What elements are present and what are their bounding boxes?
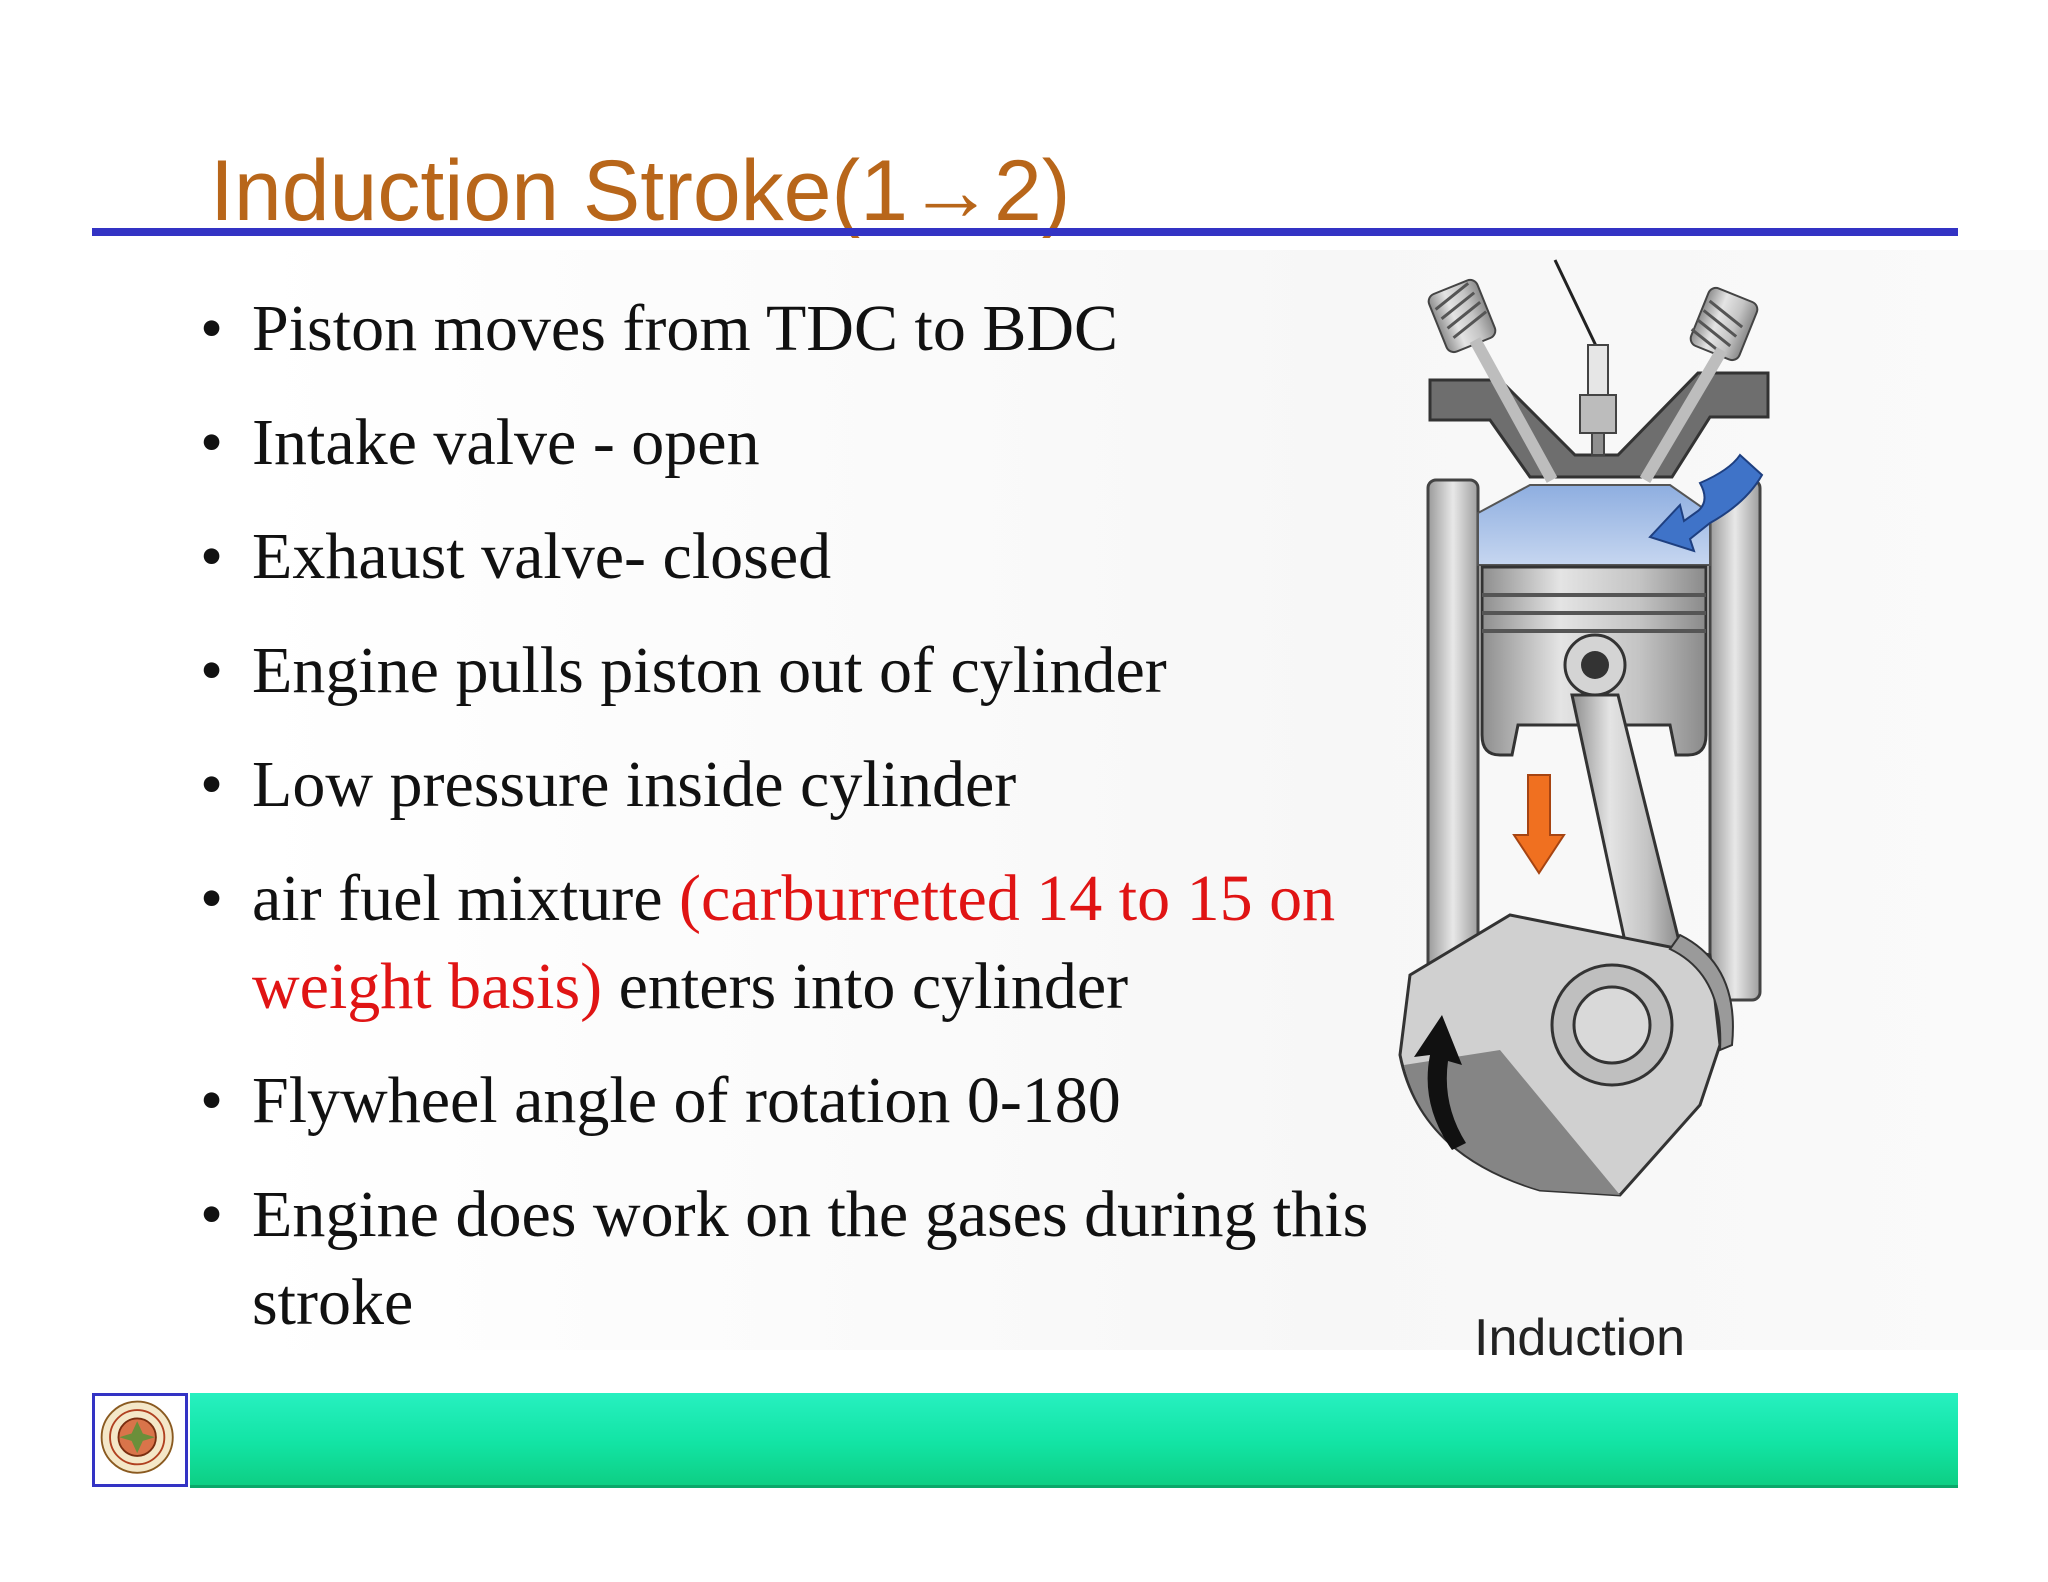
college-seal-logo: [92, 1393, 188, 1487]
intake-valve-stem: [1469, 337, 1558, 483]
highlight-text: (carburretted 14 to 15 on weight basis): [252, 862, 1336, 1023]
title-rule: [92, 228, 1958, 236]
big-end-bearing: [1668, 933, 1734, 1052]
crank-shading: [1404, 1050, 1620, 1195]
intake-flow-arrow: [1648, 453, 1764, 553]
spark-plug-wire: [1553, 259, 1600, 351]
bullet-item: Intake valve - open: [200, 399, 1380, 487]
bullet-item: Exhaust valve- closed: [200, 513, 1380, 601]
bullet-text: air fuel mixture: [252, 862, 680, 935]
exhaust-valve-stem: [1639, 346, 1728, 484]
slide-title: Induction Stroke(1→2): [210, 143, 1071, 239]
cylinder-wall-right: [1708, 478, 1762, 1002]
intake-valve-spring: [1427, 278, 1497, 354]
exhaust-valve-spring: [1689, 286, 1759, 362]
engine-piston-cylinder-diagram: [1398, 259, 1770, 1197]
bullet-item: Piston moves from TDC to BDC: [200, 285, 1380, 373]
connecting-rod: [1570, 693, 1682, 968]
figure-caption: Induction: [1474, 1309, 1686, 1367]
piston-down-arrow: [1512, 774, 1566, 875]
bullet-item: Flywheel angle of rotation 0-180: [200, 1057, 1380, 1145]
cylinder-wall-left: [1426, 478, 1480, 1002]
bullet-item-mixture: air fuel mixture (carburretted 14 to 15 …: [200, 855, 1380, 1031]
crank-rotation-arrow: [1414, 1015, 1466, 1150]
bullet-text: enters into cylinder: [602, 950, 1129, 1023]
bullet-item: Engine does work on the gases during thi…: [200, 1171, 1380, 1347]
bullet-list: Piston moves from TDC to BDC Intake valv…: [200, 285, 1380, 1373]
piston-pin-hole: [1581, 651, 1609, 679]
bullet-item: Engine pulls piston out of cylinder: [200, 627, 1380, 715]
bullet-item: Low pressure inside cylinder: [200, 741, 1380, 829]
spark-plug: [1579, 344, 1617, 456]
crank-journal-inner: [1572, 985, 1652, 1065]
cylinder-head: [1428, 371, 1770, 479]
seal-emblem-icon: [100, 1400, 174, 1474]
footer-bar: [190, 1393, 1958, 1488]
